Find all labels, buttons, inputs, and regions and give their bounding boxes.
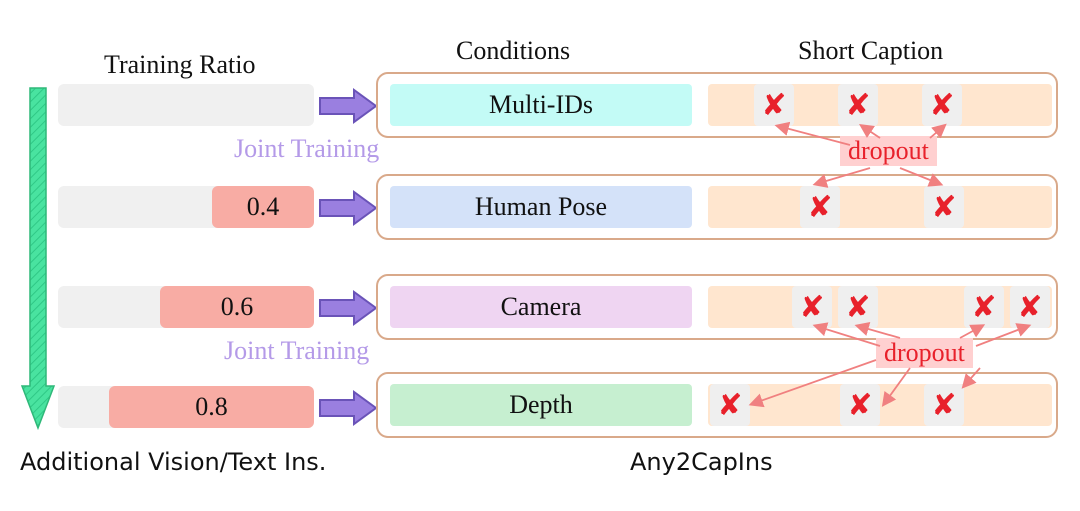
dropout-x-icon: ✘: [710, 384, 750, 426]
arrow-icon: [319, 390, 378, 426]
dropout-x-icon: ✘: [840, 384, 880, 426]
condition-row-human-pose: Human Pose ✘ ✘: [376, 174, 1058, 240]
dropout-arrow: [812, 322, 881, 347]
dropout-arrow: [812, 167, 871, 188]
condition-row-camera: Camera ✘ ✘ ✘ ✘: [376, 274, 1058, 340]
ratio-bar-camera: 0.6: [58, 286, 314, 328]
additional-instructions-label: Additional Vision/Text Ins.: [20, 448, 327, 476]
additional-instructions-arrow: [20, 87, 56, 431]
dropout-arrow: [881, 367, 911, 407]
ratio-bar-multi-ids: [58, 84, 314, 126]
dropout-x-icon: ✘: [924, 384, 964, 426]
conditions-header: Conditions: [456, 36, 571, 65]
dropout-arrow: [774, 121, 851, 146]
ratio-fill: 0.8: [109, 386, 314, 428]
dropout-x-icon: ✘: [838, 286, 878, 328]
dropout-arrow: [959, 324, 986, 339]
dropout-x-icon: ✘: [924, 186, 964, 228]
dropout-arrow: [899, 167, 944, 187]
dropout-arrow: [975, 323, 1032, 347]
short-caption-bar: ✘ ✘: [708, 186, 1052, 228]
dropout-arrow: [748, 359, 877, 408]
arrow-icon: [319, 88, 378, 124]
dropout-x-icon: ✘: [792, 286, 832, 328]
ratio-fill: 0.4: [212, 186, 314, 228]
arrow-icon: [319, 290, 378, 326]
ratio-bar-depth: 0.8: [58, 386, 314, 428]
dropout-x-icon: ✘: [1010, 286, 1050, 328]
short-caption-bar: ✘ ✘ ✘ ✘: [708, 286, 1052, 328]
short-caption-bar: ✘ ✘ ✘: [708, 84, 1052, 126]
arrow-icon: [319, 190, 378, 226]
joint-training-label: Joint Training: [224, 336, 370, 365]
dropout-arrow: [929, 123, 947, 139]
dropout-arrow: [859, 124, 881, 139]
dropout-x-icon: ✘: [964, 286, 1004, 328]
dropout-arrow: [854, 322, 901, 339]
dropout-x-icon: ✘: [922, 84, 962, 126]
condition-label: Depth: [390, 384, 692, 426]
training-ratio-header: Training Ratio: [104, 50, 256, 79]
dropout-arrow: [961, 367, 981, 389]
ratio-bar-human-pose: 0.4: [58, 186, 314, 228]
joint-training-label: Joint Training: [234, 134, 380, 163]
any2capins-label: Any2CapIns: [630, 448, 773, 476]
ratio-fill: 0.6: [160, 286, 314, 328]
dropout-x-icon: ✘: [754, 84, 794, 126]
condition-label: Multi-IDs: [390, 84, 692, 126]
dropout-x-icon: ✘: [800, 186, 840, 228]
condition-row-depth: Depth ✘ ✘ ✘: [376, 372, 1058, 438]
dropout-label: dropout: [840, 136, 937, 166]
short-caption-header: Short Caption: [798, 36, 944, 65]
condition-label: Camera: [390, 286, 692, 328]
dropout-label: dropout: [876, 338, 973, 368]
short-caption-bar: ✘ ✘ ✘: [708, 384, 1052, 426]
condition-row-multi-ids: Multi-IDs ✘ ✘ ✘: [376, 72, 1058, 138]
condition-label: Human Pose: [390, 186, 692, 228]
dropout-x-icon: ✘: [838, 84, 878, 126]
